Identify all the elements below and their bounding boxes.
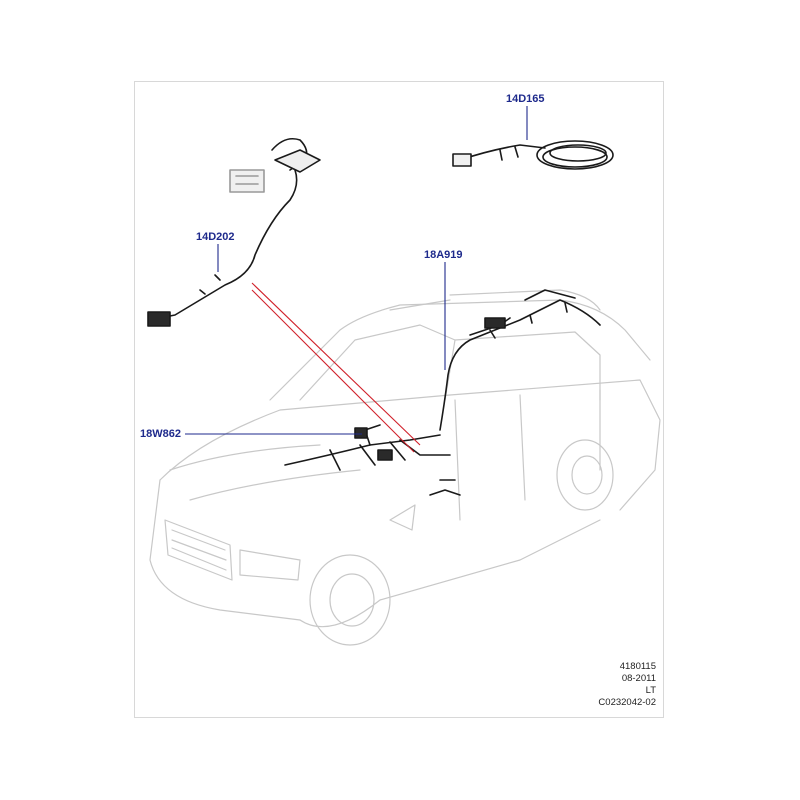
harness-14d202-drawing xyxy=(147,137,321,327)
vehicle-outline xyxy=(149,289,661,646)
drawing-date: 08-2011 xyxy=(621,673,656,684)
highlight-line-upper xyxy=(251,282,421,446)
reference-code: C0232042-02 xyxy=(598,697,656,708)
callout-18w862: 18W862 xyxy=(140,428,181,440)
highlight-line-lower xyxy=(251,289,415,453)
callout-14d165: 14D165 xyxy=(506,93,545,105)
region-code: LT xyxy=(645,685,656,696)
harness-18w862-drawing xyxy=(284,424,461,496)
callout-18a919: 18A919 xyxy=(424,249,463,261)
callout-14d202: 14D202 xyxy=(196,231,235,243)
drawing-number: 4180115 xyxy=(619,661,656,672)
harness-14d165-drawing xyxy=(452,140,614,170)
highlight-lines xyxy=(251,282,421,453)
harness-18a919-drawing xyxy=(439,289,601,431)
harness-drawings xyxy=(147,137,614,496)
leader-lines xyxy=(185,106,528,435)
